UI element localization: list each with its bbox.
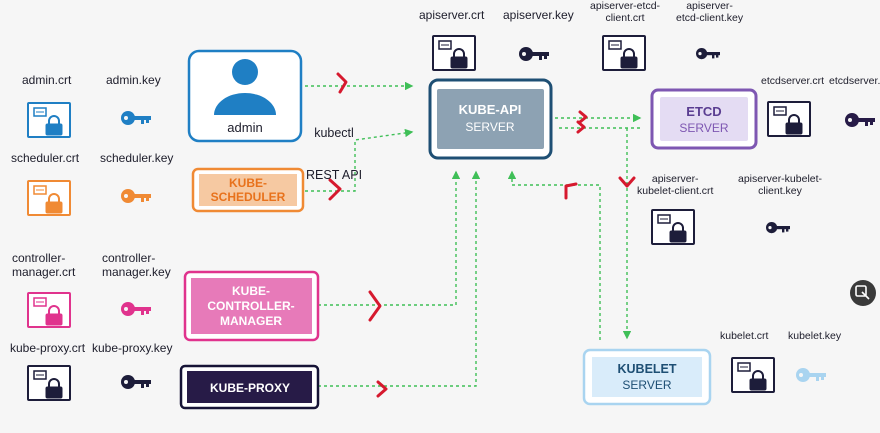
certificate-icon <box>27 180 71 216</box>
key-icon <box>121 189 151 203</box>
kubectl-label: kubectl REST API <box>306 98 362 196</box>
apiserver-kubelet-key-label: apiserver-kubelet- client.key <box>738 173 823 197</box>
controller-title-1: KUBE- <box>232 284 270 298</box>
kubectl-label-line1: kubectl <box>314 126 354 140</box>
admin-node: admin <box>187 49 303 143</box>
chevron-controller <box>368 290 382 322</box>
apiserver-key-label: apiserver.key <box>503 8 574 22</box>
admin-key-label: admin.key <box>106 73 161 87</box>
kubelet-key-label: kubelet.key <box>788 330 842 342</box>
scheduler-title-1: KUBE- <box>229 176 267 190</box>
controller-key-label: controller- manager.key <box>102 251 171 279</box>
chevron-kubelet-up <box>564 182 578 200</box>
certificate-icon <box>432 35 476 71</box>
flow-connections <box>305 81 642 387</box>
screenshot-button[interactable] <box>850 280 876 306</box>
controller-to-api-line <box>318 170 461 306</box>
controller-manager-node: KUBE- CONTROLLER- MANAGER <box>183 270 320 342</box>
certificate-icon <box>27 365 71 401</box>
proxy-crt-label: kube-proxy.crt <box>10 341 86 355</box>
certificate-icon <box>602 35 646 71</box>
key-icon <box>121 302 151 316</box>
kubelet-to-api-line <box>507 170 601 340</box>
admin-crt-label: admin.crt <box>22 73 72 87</box>
apiserver-etcd-crt-label: apiserver-etcd- client.crt <box>590 0 661 24</box>
apiserver-kubelet-crt-label: apiserver- kubelet-client.crt <box>637 173 714 197</box>
kube-proxy-node: KUBE-PROXY <box>179 364 320 410</box>
kubelet-node: KUBELET SERVER <box>582 348 712 406</box>
etcd-key-label: etcdserver. <box>829 75 880 87</box>
scheduler-to-api-line <box>305 128 414 192</box>
key-icon <box>519 47 549 61</box>
chevron-kubelet-down <box>618 176 636 188</box>
admin-label: admin <box>227 120 262 135</box>
red-chevrons <box>328 72 636 398</box>
certificate-icon <box>767 101 811 137</box>
kube-api-subtitle: SERVER <box>465 120 514 134</box>
apiserver-etcd-key-label: apiserver- etcd-client.key <box>676 0 744 24</box>
key-icon <box>845 113 875 127</box>
certificate-icon <box>27 292 71 328</box>
chevron-scheduler <box>328 178 342 201</box>
kubelet-title: KUBELET <box>617 362 676 376</box>
kubelet-subtitle: SERVER <box>622 378 671 392</box>
user-icon <box>214 59 276 115</box>
controller-title-3: MANAGER <box>220 314 282 328</box>
etcd-node: ETCD SERVER <box>650 88 758 150</box>
chevron-etcd-2 <box>576 120 586 134</box>
chevron-etcd-1 <box>578 110 588 124</box>
scheduler-key-label: scheduler.key <box>100 151 174 165</box>
scheduler-title-2: SCHEDULER <box>211 190 286 204</box>
kube-api-node: KUBE-API SERVER <box>428 78 553 160</box>
kubelet-crt-label: kubelet.crt <box>720 330 769 342</box>
key-icon <box>121 111 151 125</box>
controller-crt-label: controller- manager.crt <box>12 251 76 279</box>
etcd-title: ETCD <box>686 104 721 119</box>
proxy-key-label: kube-proxy.key <box>92 341 173 355</box>
scheduler-node: KUBE- SCHEDULER <box>191 167 305 213</box>
chevron-proxy <box>376 380 388 398</box>
chevron-admin <box>336 72 348 94</box>
key-icon <box>796 368 826 382</box>
kube-proxy-title: KUBE-PROXY <box>210 381 290 395</box>
key-icon <box>766 222 790 234</box>
scheduler-crt-label: scheduler.crt <box>11 151 80 165</box>
key-icon <box>121 375 151 389</box>
proxy-to-api-line <box>318 170 481 387</box>
etcd-crt-label: etcdserver.crt <box>761 75 825 87</box>
etcd-subtitle: SERVER <box>679 121 728 135</box>
certificate-icon <box>731 357 775 393</box>
certificate-icon <box>651 209 695 245</box>
kubectl-label-line2: REST API <box>306 168 363 182</box>
key-icon <box>696 48 720 60</box>
apiserver-crt-label: apiserver.crt <box>419 8 485 22</box>
screenshot-button-icon <box>855 285 870 300</box>
kube-api-title: KUBE-API <box>459 102 522 117</box>
controller-title-2: CONTROLLER- <box>207 299 294 313</box>
certificate-icon <box>27 102 71 138</box>
